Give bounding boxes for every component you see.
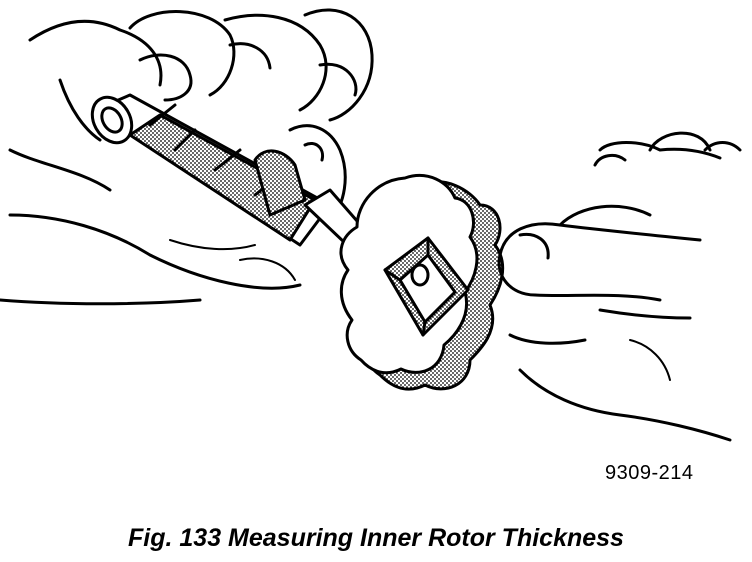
inner-rotor xyxy=(339,173,505,391)
micrometer-tool xyxy=(90,93,383,267)
right-hand xyxy=(497,131,742,442)
figure-code: 9309-214 xyxy=(605,462,694,484)
line-illustration xyxy=(0,8,742,442)
figure-caption: Fig. 133 Measuring Inner Rotor Thickness xyxy=(128,524,624,552)
left-hand xyxy=(0,8,374,306)
